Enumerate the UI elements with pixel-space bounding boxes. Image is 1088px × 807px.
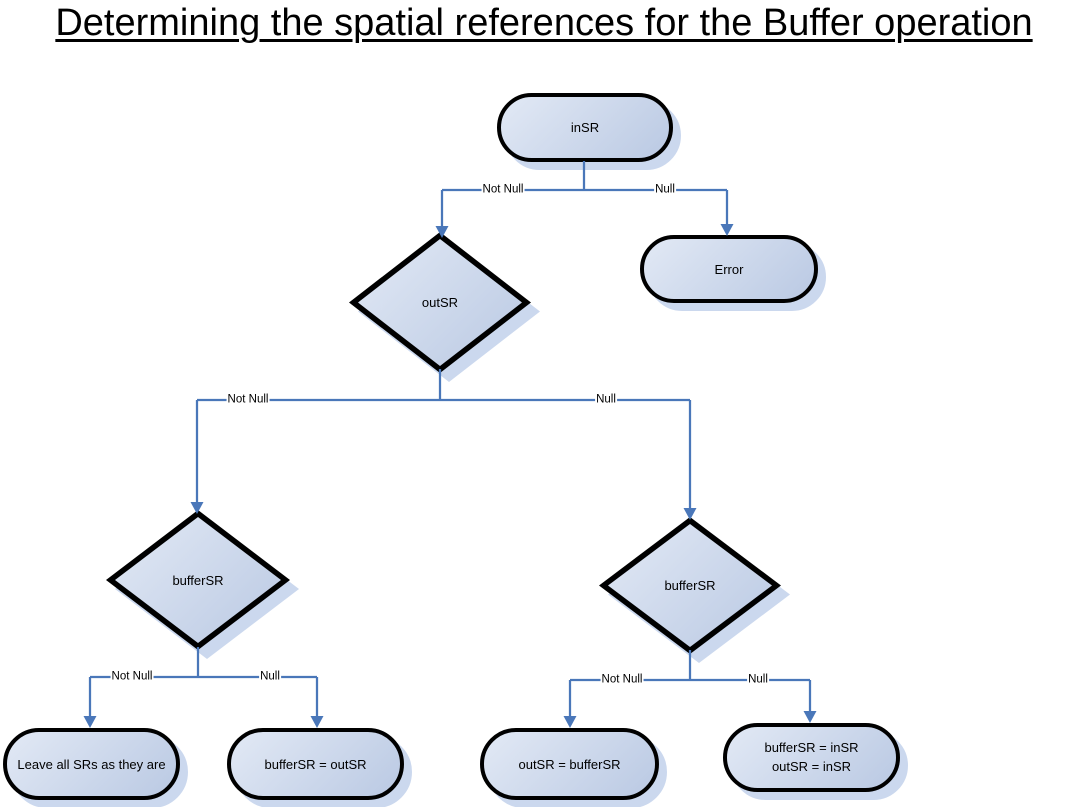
node-insr: inSR	[497, 93, 673, 162]
node-outsr: outSR	[349, 232, 531, 373]
edge-label-insr-null: Null	[654, 183, 676, 197]
edge-label-buffersr-left-null: Null	[259, 670, 281, 684]
node-buffersr-right: bufferSR	[599, 517, 781, 654]
node-outsr-eq-buffersr-label: outSR = bufferSR	[518, 756, 621, 772]
node-buffersr-left: bufferSR	[106, 510, 290, 650]
node-buffersr-eq-outsr: bufferSR = outSR	[227, 728, 404, 800]
node-buffersr-right-label: bufferSR	[664, 578, 716, 593]
edge-label-buffersr-right-not-null: Not Null	[600, 673, 644, 687]
node-error-label: Error	[714, 261, 744, 277]
edge-outsr-branch	[195, 369, 692, 508]
arrowhead-to-buffersr-eq-insr	[803, 711, 817, 723]
node-buffersr-eq-insr-line2: outSR = inSR	[771, 758, 852, 774]
node-insr-label: inSR	[570, 120, 600, 135]
node-leave-all-srs: Leave all SRs as they are	[3, 728, 180, 800]
edge-label-buffersr-left-not-null: Not Null	[110, 670, 154, 684]
node-buffersr-eq-insr-line1: bufferSR = inSR	[764, 739, 859, 755]
edge-label-insr-not-null: Not Null	[481, 183, 525, 197]
arrowhead-to-leave-all	[83, 716, 97, 728]
node-buffersr-eq-insr: bufferSR = inSR outSR = inSR	[723, 723, 900, 792]
node-error: Error	[640, 235, 818, 303]
edge-label-outsr-null: Null	[595, 393, 617, 407]
arrowhead-to-buffersr-eq-outsr	[310, 716, 324, 728]
node-buffersr-eq-insr-label: bufferSR = inSR outSR = inSR	[764, 739, 858, 777]
node-outsr-eq-buffersr: outSR = bufferSR	[480, 728, 659, 800]
node-outsr-label: outSR	[421, 295, 459, 310]
edge-label-buffersr-right-null: Null	[747, 673, 769, 687]
arrowhead-to-outsr-eq-buffersr	[563, 716, 577, 728]
node-buffersr-left-label: bufferSR	[172, 572, 224, 588]
edge-label-outsr-not-null: Not Null	[226, 393, 270, 407]
node-leave-all-srs-label: Leave all SRs as they are	[17, 756, 166, 772]
node-buffersr-eq-outsr-label: bufferSR = outSR	[264, 756, 367, 772]
page-title: Determining the spatial references for t…	[55, 2, 1033, 44]
